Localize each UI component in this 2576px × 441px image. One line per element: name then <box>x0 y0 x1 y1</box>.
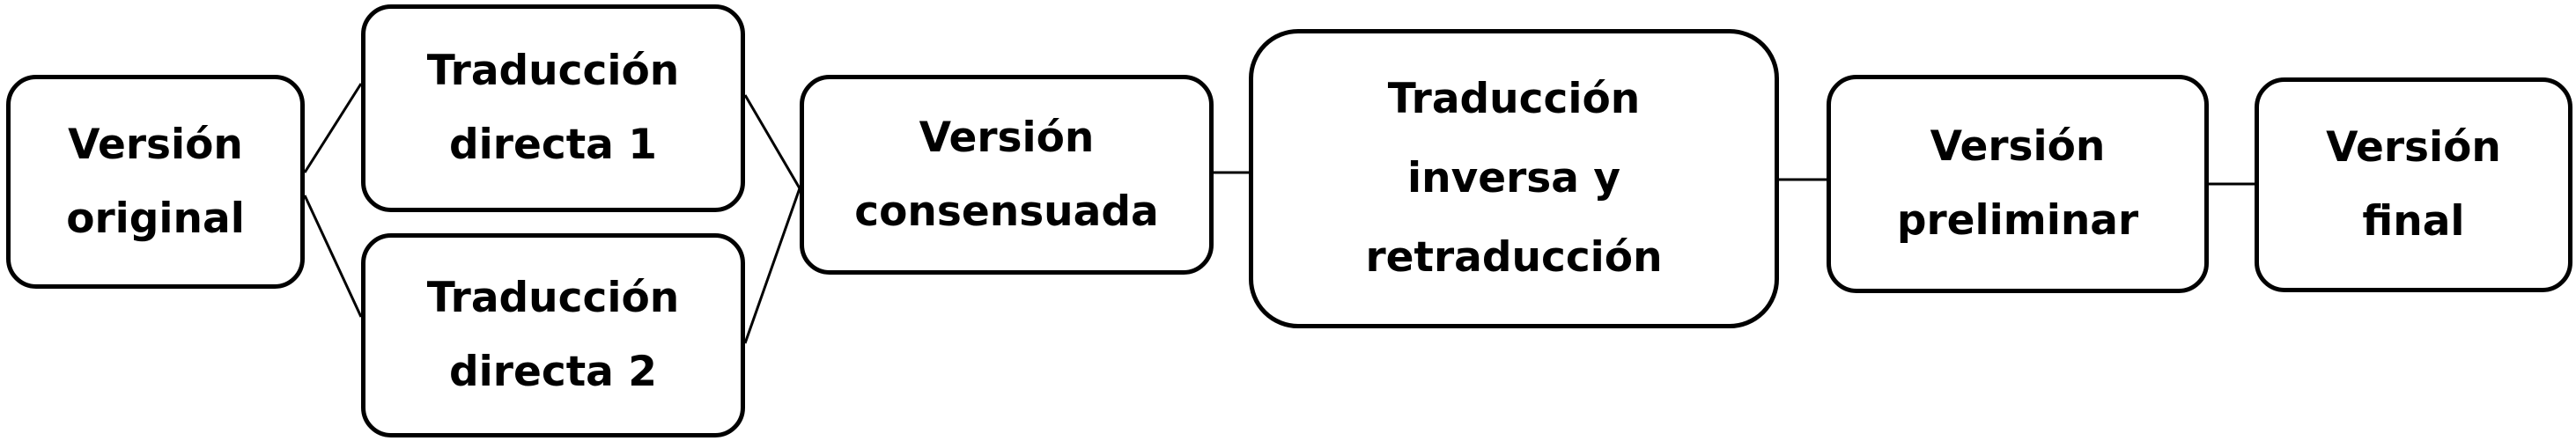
node-version-original: Versión original <box>6 75 305 289</box>
node-version-original-label: Versión original <box>66 108 245 256</box>
node-traduccion-inversa-label: Traducción inversa y retraducción <box>1365 60 1662 298</box>
node-traduccion-inversa-line-3: retraducción <box>1365 233 1663 282</box>
node-version-final-line-1: Versión <box>2326 123 2501 172</box>
node-traduccion-directa-2-line-2: directa 2 <box>449 348 657 396</box>
node-traduccion-directa-1-line-1: Traducción <box>426 47 680 95</box>
node-version-final-label: Versión final <box>2326 111 2501 259</box>
node-traduccion-inversa: Traducción inversa y retraducción <box>1249 29 1779 328</box>
node-traduccion-directa-1: Traducción directa 1 <box>361 4 745 212</box>
node-traduccion-directa-2-label: Traducción directa 2 <box>427 261 679 409</box>
edge-original-to-directa-1 <box>303 83 363 173</box>
node-traduccion-inversa-line-1: Traducción <box>1387 75 1641 123</box>
node-traduccion-directa-1-label: Traducción directa 1 <box>427 34 679 182</box>
node-traduccion-inversa-line-2: inversa y <box>1407 154 1620 202</box>
node-version-consensuada: Versión consensuada <box>800 75 1214 275</box>
node-version-preliminar: Versión preliminar <box>1827 75 2209 293</box>
node-version-final-line-2: final <box>2362 197 2465 246</box>
edge-original-to-directa-2 <box>303 195 363 318</box>
node-version-original-line-1: Versión <box>68 120 243 169</box>
node-traduccion-directa-1-line-2: directa 1 <box>449 121 657 169</box>
node-version-preliminar-line-2: preliminar <box>1896 196 2139 245</box>
node-version-preliminar-label: Versión preliminar <box>1897 110 2138 258</box>
edge-directa-2-to-consensuada <box>743 187 801 344</box>
node-version-consensuada-line-1: Versión <box>919 113 1095 162</box>
node-version-consensuada-line-2: consensuada <box>854 187 1159 236</box>
node-version-original-line-2: original <box>66 194 245 243</box>
node-version-preliminar-line-1: Versión <box>1930 122 2106 171</box>
node-traduccion-directa-2-line-1: Traducción <box>426 274 680 322</box>
node-version-consensuada-label: Versión consensuada <box>854 101 1158 249</box>
node-version-final: Versión final <box>2255 77 2572 292</box>
edge-directa-1-to-consensuada <box>743 94 801 189</box>
node-traduccion-directa-2: Traducción directa 2 <box>361 233 745 437</box>
